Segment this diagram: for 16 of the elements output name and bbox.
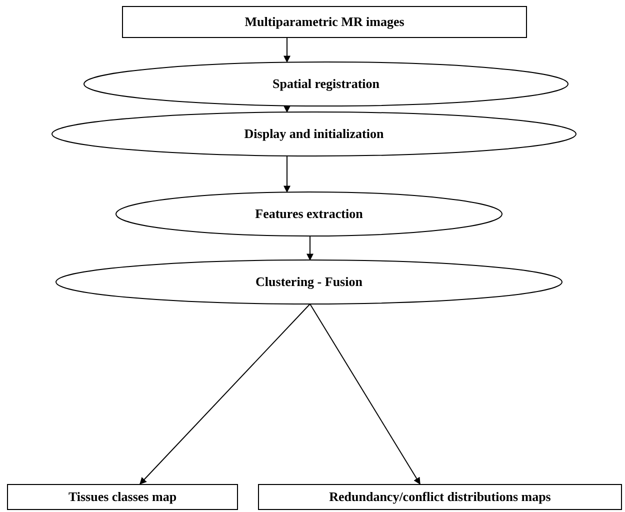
arrow — [284, 38, 290, 63]
node-label: Features extraction — [255, 205, 363, 224]
process-box — [122, 6, 527, 38]
arrow — [306, 236, 314, 261]
process-box — [7, 484, 238, 510]
node-label: Redundancy/conflict distributions maps — [329, 488, 551, 506]
arrow — [140, 304, 310, 484]
node-label: Tissues classes map — [68, 488, 177, 506]
arrow — [284, 156, 290, 193]
node-label: Spatial registration — [272, 75, 380, 94]
arrow — [284, 106, 290, 113]
process-box — [258, 484, 622, 510]
node-label: Multiparametric MR images — [244, 13, 404, 32]
arrow — [310, 304, 420, 485]
node-label: Clustering - Fusion — [256, 273, 362, 292]
node-label: Display and initialization — [244, 125, 384, 144]
